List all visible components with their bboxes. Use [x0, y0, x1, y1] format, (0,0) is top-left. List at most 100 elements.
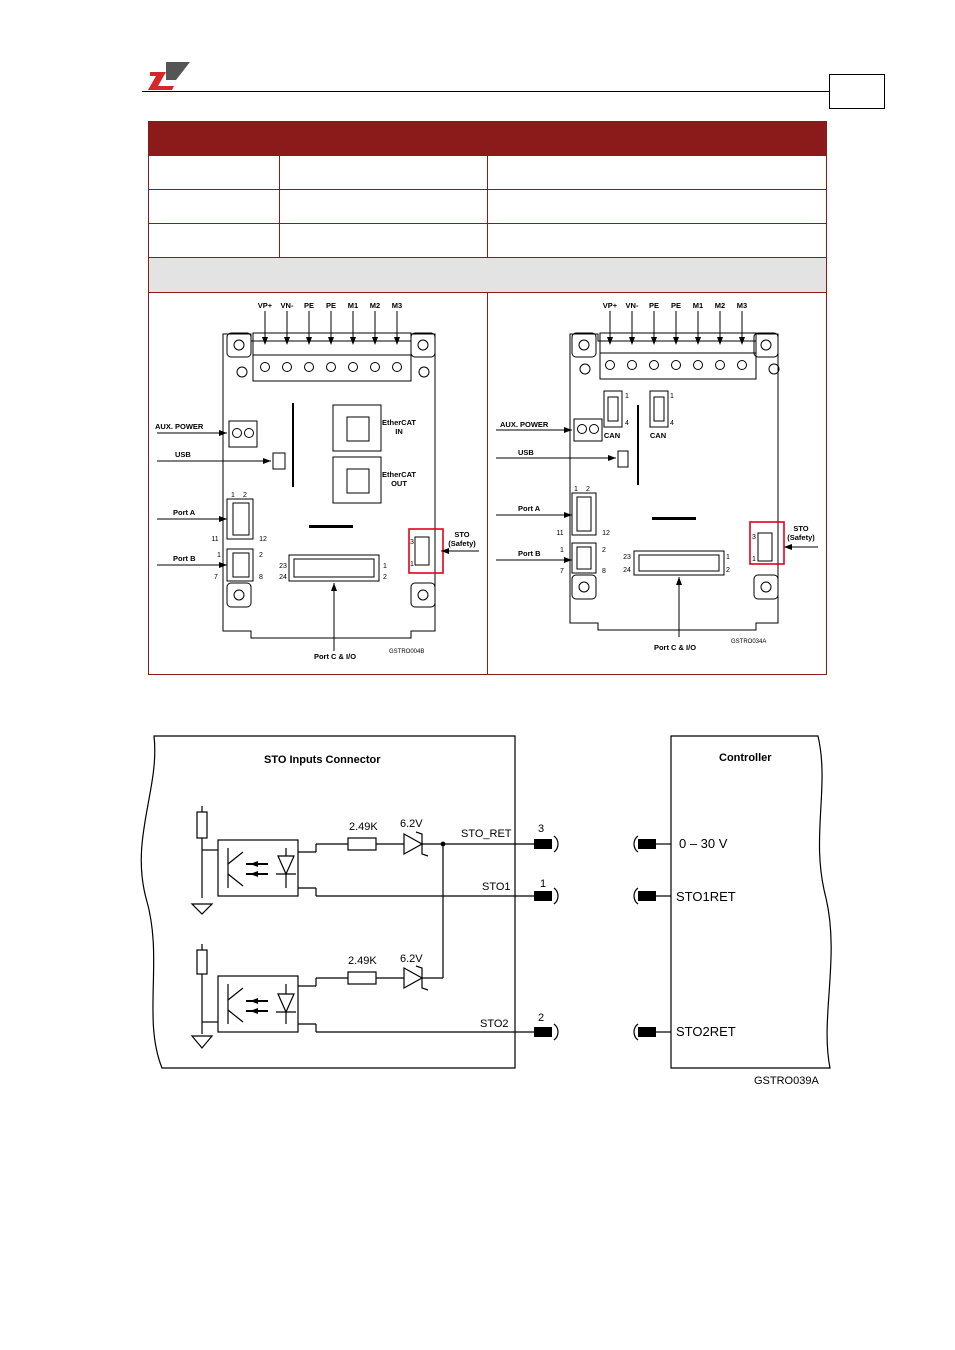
terminal-label: VN-: [281, 301, 294, 310]
sto1ret-label: STO1RET: [676, 889, 736, 904]
pin-number: 1: [540, 878, 546, 890]
pin-label: 8: [602, 568, 606, 575]
pin-label: 1: [625, 393, 629, 400]
terminal-label: M1: [693, 301, 703, 310]
pin-label: 2: [383, 574, 387, 581]
ethercat-out-label: OUT: [391, 479, 407, 488]
pin-label: 1: [726, 554, 730, 561]
sto2ret-label: STO2RET: [676, 1024, 736, 1039]
table-row: [148, 189, 827, 224]
controller-title: Controller: [719, 752, 772, 764]
usb-label: USB: [175, 450, 191, 459]
schematic-figure-id: GSTRO039A: [754, 1075, 819, 1087]
connector-table: VP+ VN- PE PE M1 M2 M3 EtherCAT IN Ether…: [148, 121, 827, 675]
pin-label: 12: [259, 536, 267, 543]
terminal-label: M3: [737, 301, 747, 310]
pin-label: 24: [623, 567, 631, 574]
ethercat-in-label: EtherCAT: [382, 418, 416, 427]
pin-label: 11: [211, 536, 218, 543]
terminal-label: VP+: [603, 301, 618, 310]
figure-cell-right: VP+ VN- PE PE M1 M2 M3 CAN CAN STO (Safe…: [487, 292, 827, 675]
pin-number: 2: [538, 1012, 544, 1024]
usb-label: USB: [518, 448, 534, 457]
terminal-label: VN-: [626, 301, 639, 310]
pin-number: 3: [538, 823, 544, 835]
pin-label: 2: [602, 547, 606, 554]
table-row: [148, 155, 827, 190]
table-subheader-row: [148, 257, 827, 293]
pin-label: 3: [410, 539, 414, 546]
terminal-label: PE: [671, 301, 681, 310]
port-b-label: Port B: [173, 554, 196, 563]
terminal-label: M1: [348, 301, 358, 310]
sto-label: STO: [454, 530, 469, 539]
board-diagram-ethercat: VP+ VN- PE PE M1 M2 M3 EtherCAT IN Ether…: [155, 301, 479, 661]
terminal-label: VP+: [258, 301, 273, 310]
port-a-label: Port A: [518, 504, 541, 513]
pin-label: 1: [560, 547, 564, 554]
company-logo: [148, 62, 190, 90]
pin-label: 4: [625, 420, 629, 427]
terminal-label: PE: [326, 301, 336, 310]
sto-label: (Safety): [787, 533, 815, 542]
figure-id: GSTRO004B: [389, 649, 424, 655]
ethercat-out-label: EtherCAT: [382, 470, 416, 479]
figure-row: VP+ VN- PE PE M1 M2 M3 EtherCAT IN Ether…: [148, 292, 827, 675]
zener-label: 6.2V: [400, 818, 423, 830]
sto-inputs-title: STO Inputs Connector: [264, 754, 381, 766]
can-label: CAN: [650, 431, 666, 440]
pin-label: 4: [670, 420, 674, 427]
port-c-label: Port C & I/O: [654, 643, 696, 652]
pin-label: 8: [259, 574, 263, 581]
sto-label: (Safety): [448, 539, 476, 548]
sto2-label: STO2: [480, 1018, 509, 1030]
port-c-label: Port C & I/O: [314, 652, 356, 661]
can-label: CAN: [604, 431, 620, 440]
pin-label: 1: [383, 563, 387, 570]
ethercat-in-label: IN: [395, 427, 403, 436]
pin-label: 1: [574, 486, 578, 493]
pin-label: 2: [243, 492, 247, 499]
resistor-label: 2.49K: [349, 821, 378, 833]
sto-wiring-schematic: STO Inputs Connector Controller 2.49K 6.…: [140, 735, 832, 1069]
pin-label: 7: [214, 574, 218, 581]
pin-label: 24: [279, 574, 287, 581]
pin-label: 12: [602, 530, 610, 537]
pin-label: 1: [670, 393, 674, 400]
board-diagram-can: VP+ VN- PE PE M1 M2 M3 CAN CAN STO (Safe…: [496, 301, 818, 652]
terminal-label: M3: [392, 301, 402, 310]
pin-label: 7: [560, 568, 564, 575]
terminal-label: M2: [370, 301, 380, 310]
pin-label: 2: [259, 552, 263, 559]
sto-ret-label: STO_RET: [461, 828, 512, 840]
figure-id: GSTRO034A: [731, 639, 766, 645]
controller-voltage: 0 – 30 V: [679, 836, 728, 851]
sto-label: STO: [793, 524, 808, 533]
terminal-label: M2: [715, 301, 725, 310]
pin-label: 23: [623, 554, 631, 561]
pin-label: 23: [279, 563, 287, 570]
pin-label: 11: [556, 530, 563, 537]
table-row: [148, 223, 827, 258]
sto1-label: STO1: [482, 881, 511, 893]
port-a-label: Port A: [173, 508, 196, 517]
header-rule: [142, 91, 830, 92]
terminal-label: PE: [649, 301, 659, 310]
pin-label: 1: [231, 492, 235, 499]
sto-highlight: [749, 521, 785, 565]
pin-label: 2: [726, 567, 730, 574]
pin-label: 1: [752, 556, 756, 563]
figure-cell-left: VP+ VN- PE PE M1 M2 M3 EtherCAT IN Ether…: [148, 292, 488, 675]
terminal-label: PE: [304, 301, 314, 310]
pin-label: 2: [586, 486, 590, 493]
pin-label: 1: [410, 561, 414, 568]
zener-label: 6.2V: [400, 953, 423, 965]
table-header-row: [148, 121, 827, 156]
aux-power-label: AUX. POWER: [155, 422, 204, 431]
resistor-label: 2.49K: [348, 955, 377, 967]
aux-power-label: AUX. POWER: [500, 420, 549, 429]
port-b-label: Port B: [518, 549, 541, 558]
page-number-box: [829, 74, 885, 109]
pin-label: 1: [217, 552, 221, 559]
pin-label: 3: [752, 534, 756, 541]
